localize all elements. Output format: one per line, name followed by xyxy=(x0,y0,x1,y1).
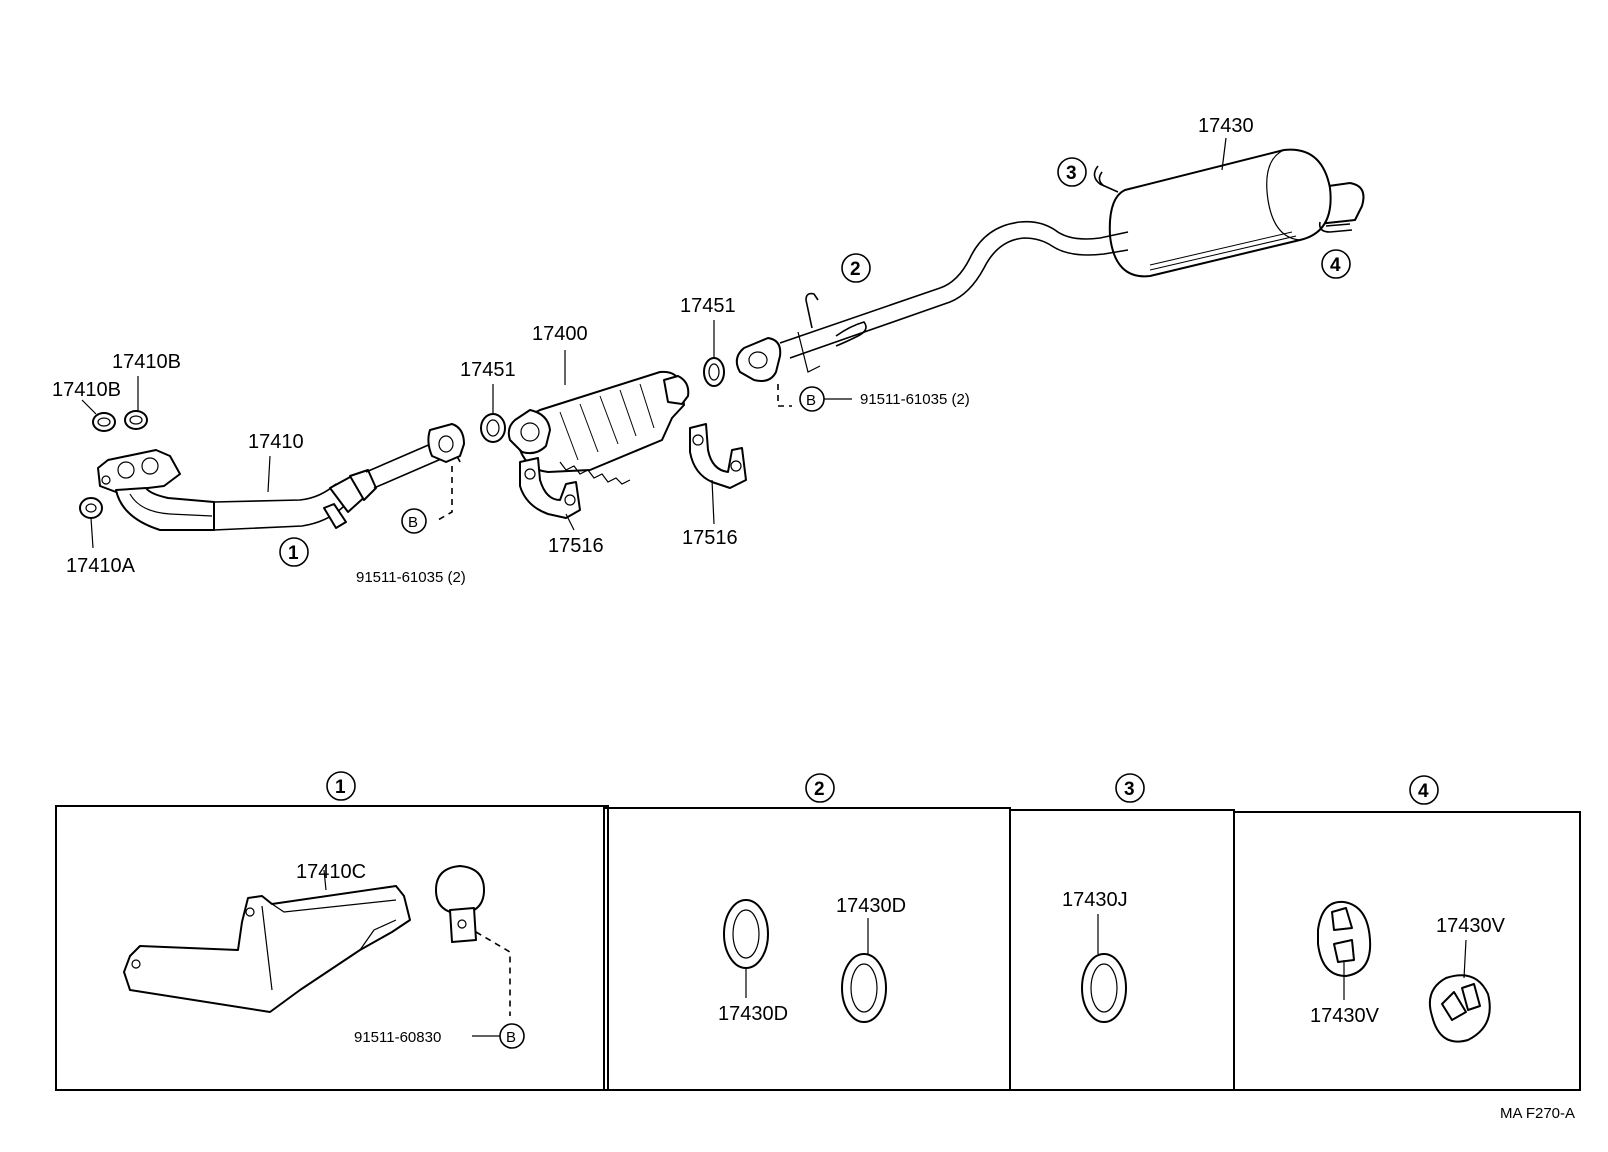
panel-2-ring-b-label: 17430D xyxy=(836,895,906,917)
panel-1-bracket-label: 17410C xyxy=(296,861,366,883)
gasket-rear-label: 17451 xyxy=(680,295,736,317)
nut-a-label: 17410A xyxy=(66,555,136,577)
gasket-front-label: 17451 xyxy=(460,359,516,381)
bolt-rear-label: 91511-61035 (2) xyxy=(860,391,970,408)
panel-1-bolt-label: 91511-60830 xyxy=(354,1029,441,1046)
detail-panel-1: 1 17410C B 91511-60830 xyxy=(55,771,609,1091)
bolt-front: B 91511-61035 (2) xyxy=(356,466,466,586)
nut-17410a: 17410A xyxy=(66,497,136,577)
bracket-right-label: 17516 xyxy=(682,527,738,549)
muffler-label: 17430 xyxy=(1198,115,1254,137)
detail-panel-3: 3 17430J xyxy=(1009,773,1235,1091)
panel-4-callout: 4 xyxy=(1418,781,1429,802)
center-pipe xyxy=(735,220,1129,382)
bracket-left: 17516 xyxy=(519,457,604,557)
panel-4-hanger-b-label: 17430V xyxy=(1436,915,1506,937)
panel-4-hanger-a-label: 17430V xyxy=(1310,1005,1380,1027)
panel-1-bolt-mark: B xyxy=(506,1029,516,1046)
detail-panel-2: 2 17430D 17430D xyxy=(603,773,1011,1091)
bracket-right: 17516 xyxy=(682,423,747,549)
panel-1-callout: 1 xyxy=(335,777,346,798)
gasket-front: 17451 xyxy=(460,359,516,443)
front-pipe-label: 17410 xyxy=(248,431,304,453)
detail-panel-4: 4 17430V 17430V xyxy=(1233,775,1581,1091)
muffler-assembly xyxy=(1093,148,1365,278)
callout-2-top: 2 xyxy=(841,253,871,283)
bolt-rear-mark: B xyxy=(806,392,816,409)
svg-text:4: 4 xyxy=(1330,255,1341,276)
front-pipe: 17410 xyxy=(97,423,465,531)
gasket-b-left-label: 17410B xyxy=(52,379,121,401)
catalytic-converter: 17400 xyxy=(507,323,690,485)
bolt-rear: B 91511-61035 (2) xyxy=(777,384,970,412)
bracket-left-label: 17516 xyxy=(548,535,604,557)
gasket-b-top-label: 17410B xyxy=(112,351,181,373)
svg-text:1: 1 xyxy=(288,543,299,564)
panel-2-ring-a-label: 17430D xyxy=(718,1003,788,1025)
bolt-front-mark: B xyxy=(408,514,418,531)
gasket-rear: 17451 xyxy=(680,295,736,387)
svg-text:2: 2 xyxy=(850,259,861,280)
panel-2-callout: 2 xyxy=(814,779,825,800)
gasket-17410b-pair: 17410B 17410B xyxy=(52,351,181,432)
bolt-front-label: 91511-61035 (2) xyxy=(356,569,466,586)
svg-text:3: 3 xyxy=(1066,163,1077,184)
callout-3-top: 3 xyxy=(1057,157,1087,187)
panel-3-ring-label: 17430J xyxy=(1062,889,1128,911)
footer-code: MA F270-A xyxy=(1500,1105,1575,1122)
callout-1-top: 1 xyxy=(279,537,309,567)
converter-label: 17400 xyxy=(532,323,588,345)
callout-4-top: 4 xyxy=(1321,249,1351,279)
panel-3-callout: 3 xyxy=(1124,779,1135,800)
